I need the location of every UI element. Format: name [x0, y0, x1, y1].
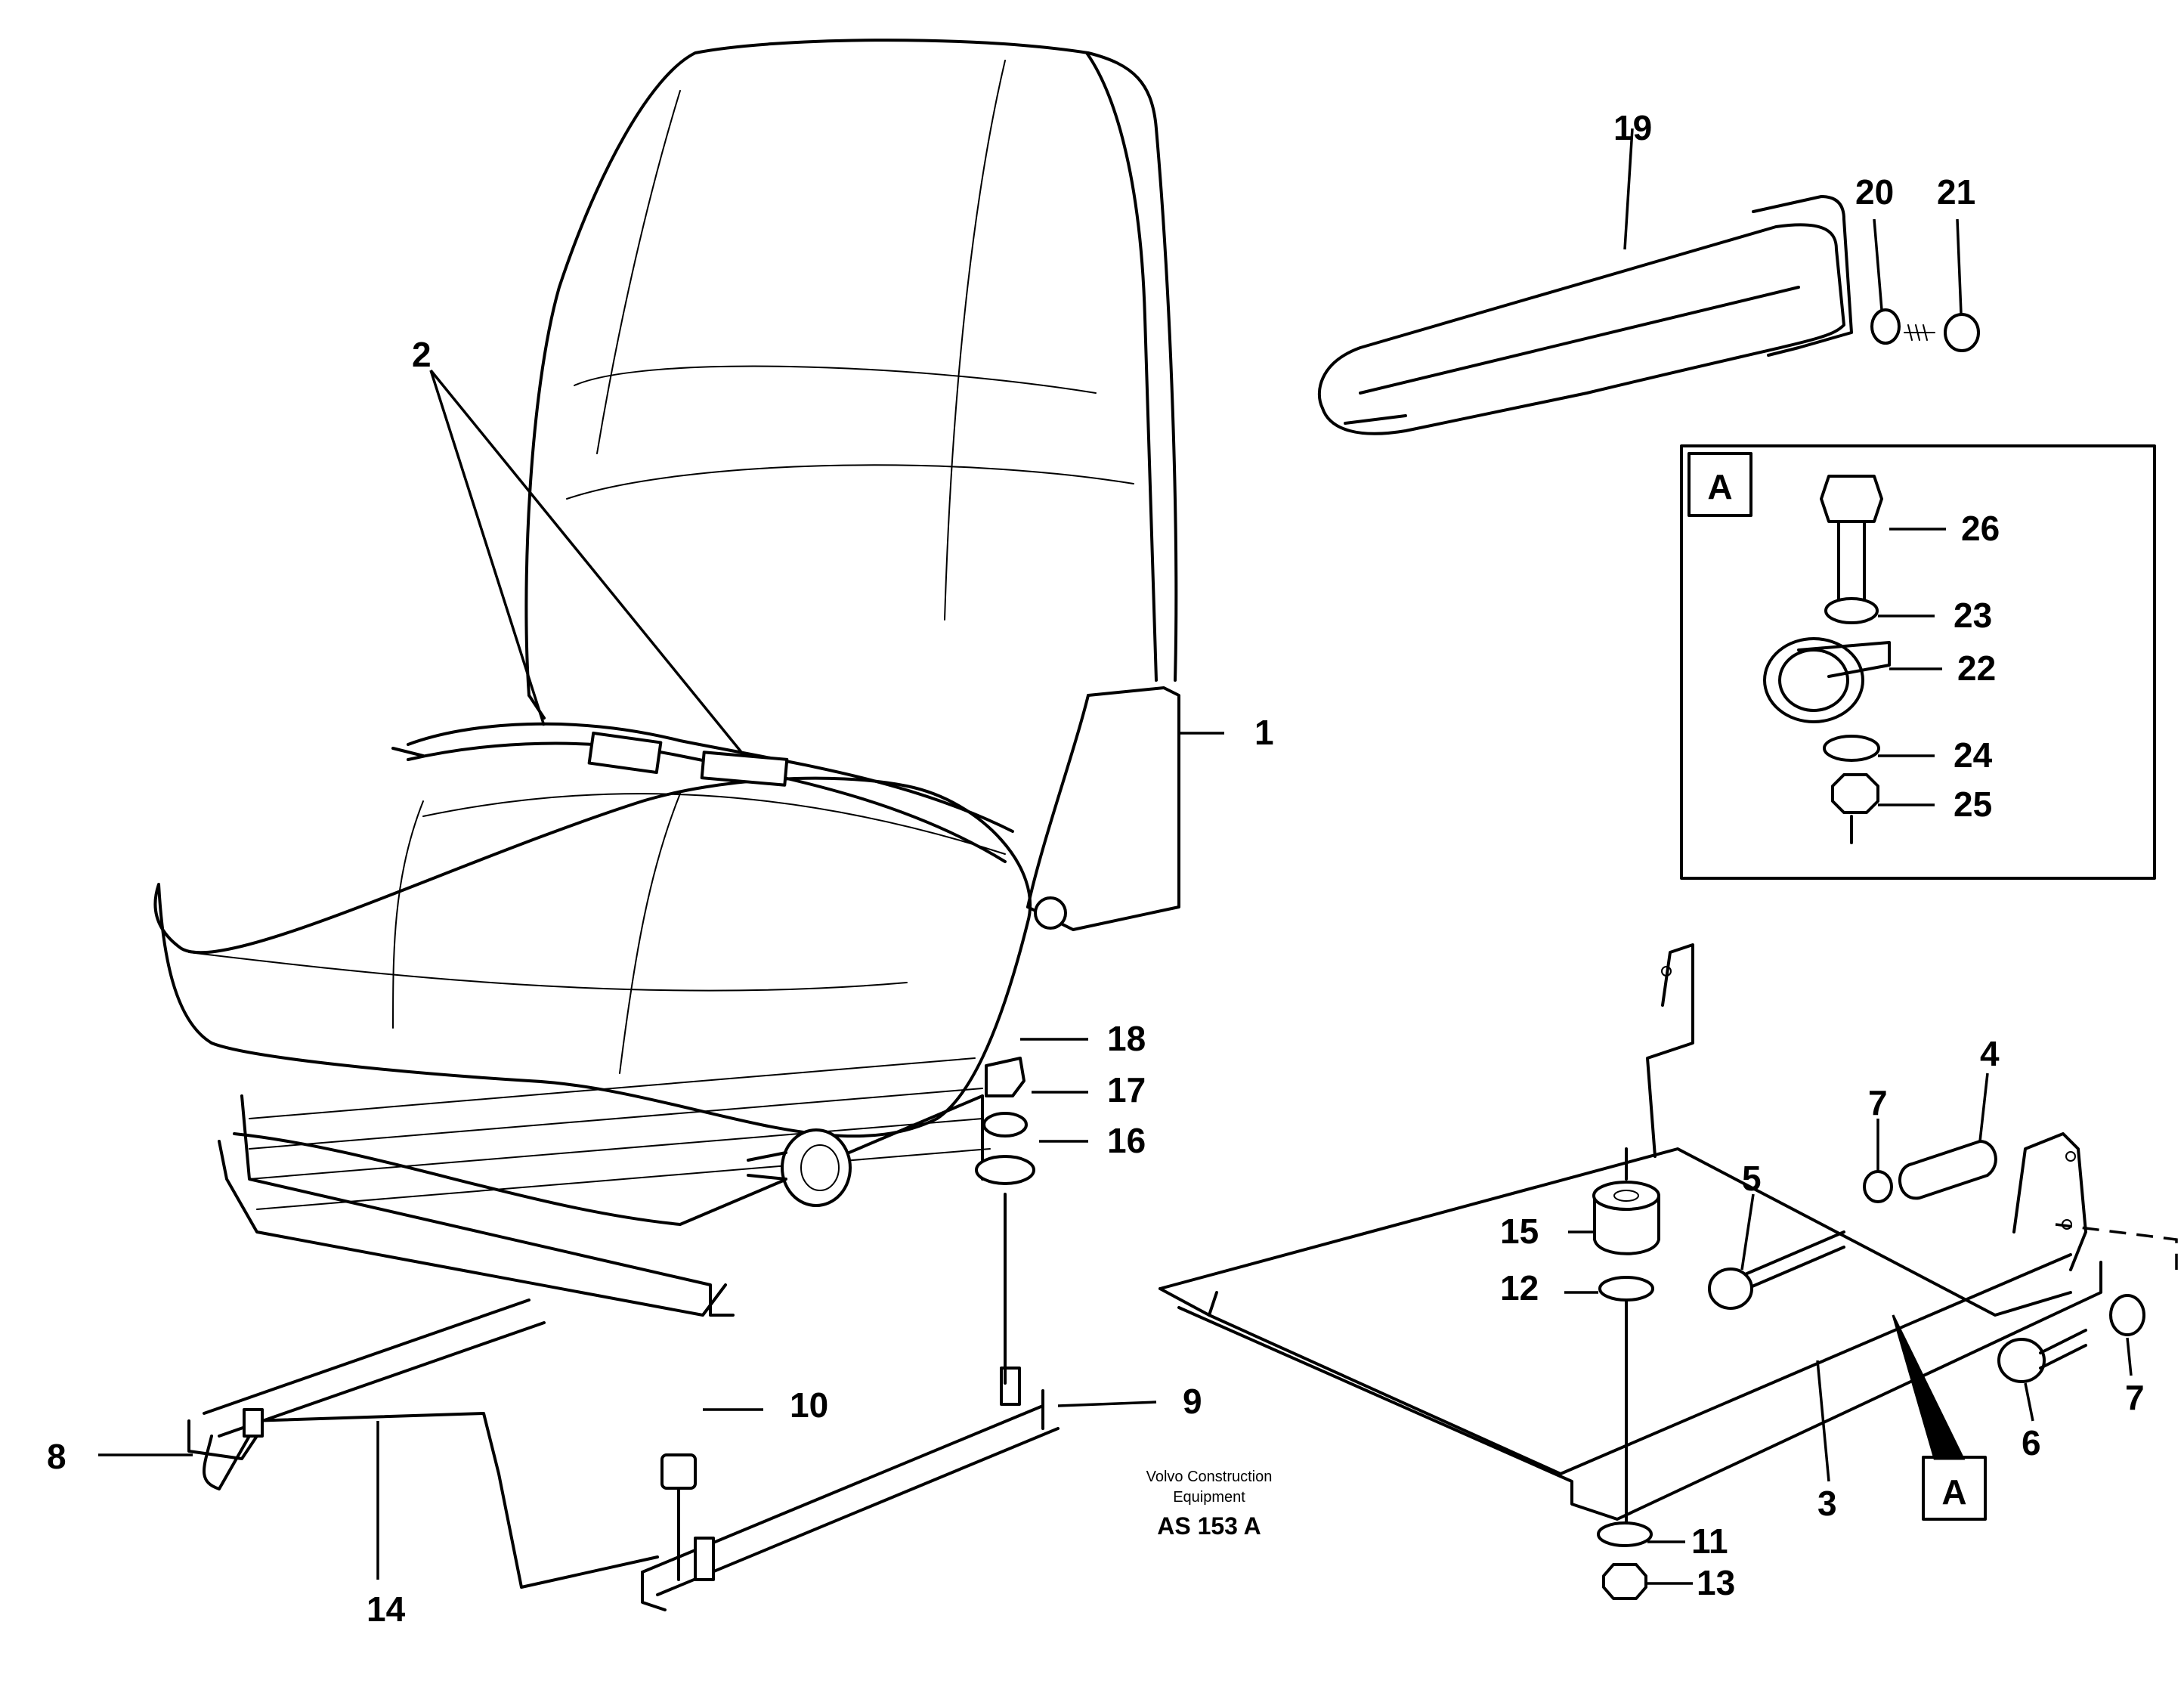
label-part-12: 12 [1500, 1268, 1539, 1308]
label-part-16: 16 [1107, 1121, 1146, 1160]
label-part-9: 9 [1183, 1382, 1202, 1421]
label-part-1: 1 [1254, 713, 1274, 752]
detail-a-marker-label: A [1941, 1472, 1966, 1512]
label-part-7-lower: 7 [2125, 1378, 2145, 1417]
label-part-15: 15 [1500, 1212, 1539, 1251]
credit-block: Volvo Construction Equipment AS 153 A [1146, 1469, 1273, 1540]
base-plate-drawing [1159, 943, 2178, 1600]
label-part-6: 6 [2022, 1423, 2041, 1462]
seat-drawing [153, 39, 1180, 1611]
label-part-19: 19 [1613, 108, 1652, 147]
label-part-5: 5 [1742, 1159, 1762, 1198]
label-part-20: 20 [1855, 172, 1894, 212]
label-part-25: 25 [1954, 785, 1992, 824]
label-part-3: 3 [1817, 1484, 1837, 1523]
leader-lines [98, 128, 2133, 1585]
credit-code: AS 153 A [1157, 1512, 1261, 1540]
label-part-17: 17 [1107, 1070, 1146, 1110]
label-part-22: 22 [1957, 648, 1996, 688]
armrest-drawing [1317, 195, 1980, 435]
detail-a-box-label: A [1707, 467, 1732, 506]
label-part-24: 24 [1954, 735, 1993, 775]
label-part-4: 4 [1980, 1034, 2000, 1073]
label-part-10: 10 [790, 1385, 828, 1425]
label-part-11: 11 [1691, 1521, 1728, 1561]
label-part-18: 18 [1107, 1019, 1146, 1058]
label-part-14: 14 [367, 1589, 406, 1629]
credit-line-1: Volvo Construction [1146, 1469, 1273, 1485]
label-part-2: 2 [412, 335, 432, 374]
label-part-7-upper: 7 [1868, 1083, 1888, 1122]
detail-a-box [1680, 444, 2156, 880]
label-part-21: 21 [1937, 172, 1975, 212]
label-part-23: 23 [1954, 596, 1992, 635]
part-labels: 1 2 3 4 5 6 7 7 8 9 10 11 12 13 14 15 16… [47, 108, 2145, 1629]
label-part-13: 13 [1697, 1563, 1735, 1602]
credit-line-2: Equipment [1173, 1489, 1245, 1506]
label-part-8: 8 [47, 1437, 67, 1476]
label-part-26: 26 [1961, 509, 2000, 548]
